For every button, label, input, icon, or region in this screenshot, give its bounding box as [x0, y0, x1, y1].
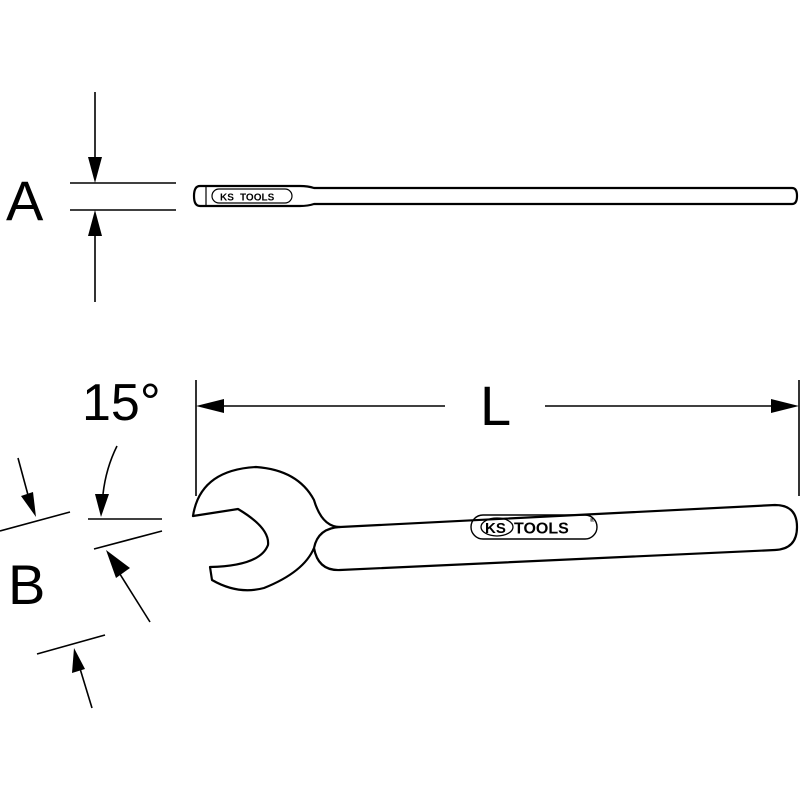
arrow-down-icon	[95, 494, 109, 517]
arrow-up-icon	[106, 550, 130, 578]
arrow-up-icon	[88, 210, 102, 236]
dimension-label-b: B	[8, 553, 45, 616]
arrow-right-icon	[771, 399, 799, 413]
arrow-up-icon	[72, 648, 85, 673]
logo-ks-text-large: KS	[485, 520, 506, 537]
dimension-label-l: L	[480, 374, 511, 437]
wrench-side-view: KS TOOLS	[192, 184, 799, 208]
dimension-b: B	[0, 457, 106, 709]
logo-registered-mark: ®	[590, 517, 595, 524]
dimension-l: L	[195, 374, 800, 496]
angle-15-indicator: 15°	[82, 374, 163, 623]
dimension-label-a: A	[6, 169, 44, 232]
ks-tools-logo-small: KS TOOLS	[211, 188, 293, 204]
wrench-front-view: KS TOOLS ®	[191, 465, 799, 592]
arrow-left-icon	[196, 399, 224, 413]
ks-tools-logo-large: KS TOOLS ®	[470, 514, 598, 540]
logo-ks-text: KS	[220, 193, 234, 204]
logo-tools-text: TOOLS	[240, 193, 275, 204]
logo-tools-text-large: TOOLS	[514, 521, 569, 538]
arrow-down-icon	[21, 492, 36, 517]
dimension-a: A	[6, 92, 176, 302]
angle-label: 15°	[82, 374, 161, 432]
arrow-down-icon	[88, 157, 102, 183]
